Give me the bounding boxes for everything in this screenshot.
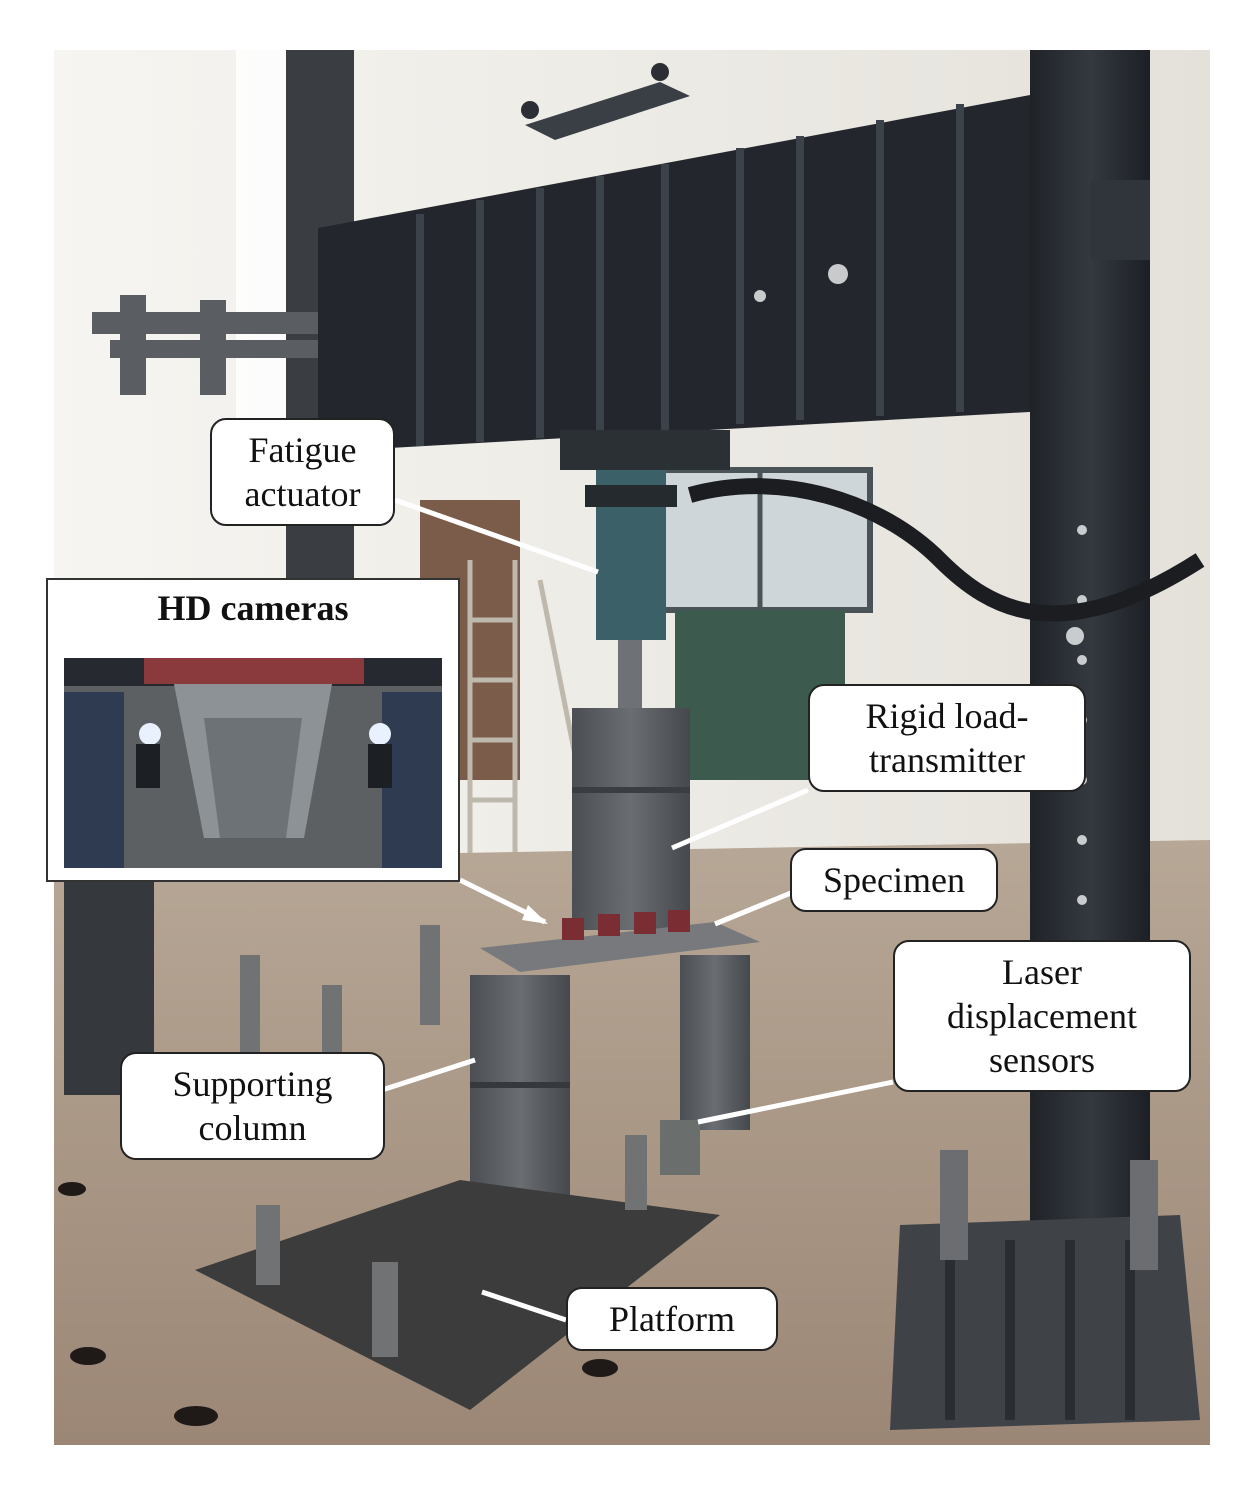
platform-bolts bbox=[240, 925, 647, 1357]
label-supporting-column: Supporting column bbox=[120, 1052, 385, 1160]
hd-cameras-inset-photo bbox=[64, 658, 442, 868]
label-platform: Platform bbox=[566, 1287, 778, 1351]
supporting-column-back bbox=[680, 955, 750, 1130]
label-specimen: Specimen bbox=[790, 848, 998, 912]
left-camera-icon bbox=[136, 744, 160, 788]
rigid-load-transmitter bbox=[572, 708, 690, 930]
fatigue-actuator bbox=[560, 430, 730, 710]
label-line: sensors bbox=[989, 1040, 1095, 1080]
hydraulic-hose bbox=[687, 478, 1205, 622]
specimen-plate bbox=[480, 922, 760, 972]
right-camera-icon bbox=[368, 744, 392, 788]
hd-arrow-head bbox=[522, 905, 548, 924]
label-line: Platform bbox=[609, 1299, 735, 1339]
hd-cameras-title: HD cameras bbox=[157, 588, 349, 628]
supporting-column-front bbox=[470, 975, 570, 1215]
right-column-base bbox=[890, 1215, 1200, 1430]
right-camera-light-icon bbox=[369, 723, 391, 745]
hd-cameras-panel: HD cameras bbox=[46, 578, 460, 882]
wall-bracket bbox=[92, 295, 332, 395]
label-line: Specimen bbox=[823, 860, 965, 900]
specimen-sensors bbox=[562, 910, 690, 940]
beam-top-plate bbox=[525, 82, 690, 140]
label-line: Rigid load- bbox=[865, 696, 1029, 736]
label-line: Laser bbox=[1002, 952, 1082, 992]
label-line: displacement bbox=[947, 996, 1137, 1036]
label-line: column bbox=[198, 1108, 307, 1148]
left-camera-light-icon bbox=[139, 723, 161, 745]
label-line: actuator bbox=[244, 474, 361, 514]
platform-plate bbox=[195, 1180, 720, 1410]
label-line: Fatigue bbox=[248, 430, 357, 470]
label-line: transmitter bbox=[869, 740, 1025, 780]
label-fatigue-actuator: Fatigue actuator bbox=[210, 418, 395, 526]
label-rigid-load-transmitter: Rigid load- transmitter bbox=[808, 684, 1086, 792]
label-line: Supporting bbox=[172, 1064, 333, 1104]
label-laser-displacement-sensors: Laser displacement sensors bbox=[893, 940, 1191, 1092]
frame-top-beam bbox=[318, 82, 1100, 452]
floor-holes bbox=[58, 1182, 618, 1426]
beam-stiffeners bbox=[416, 104, 964, 446]
